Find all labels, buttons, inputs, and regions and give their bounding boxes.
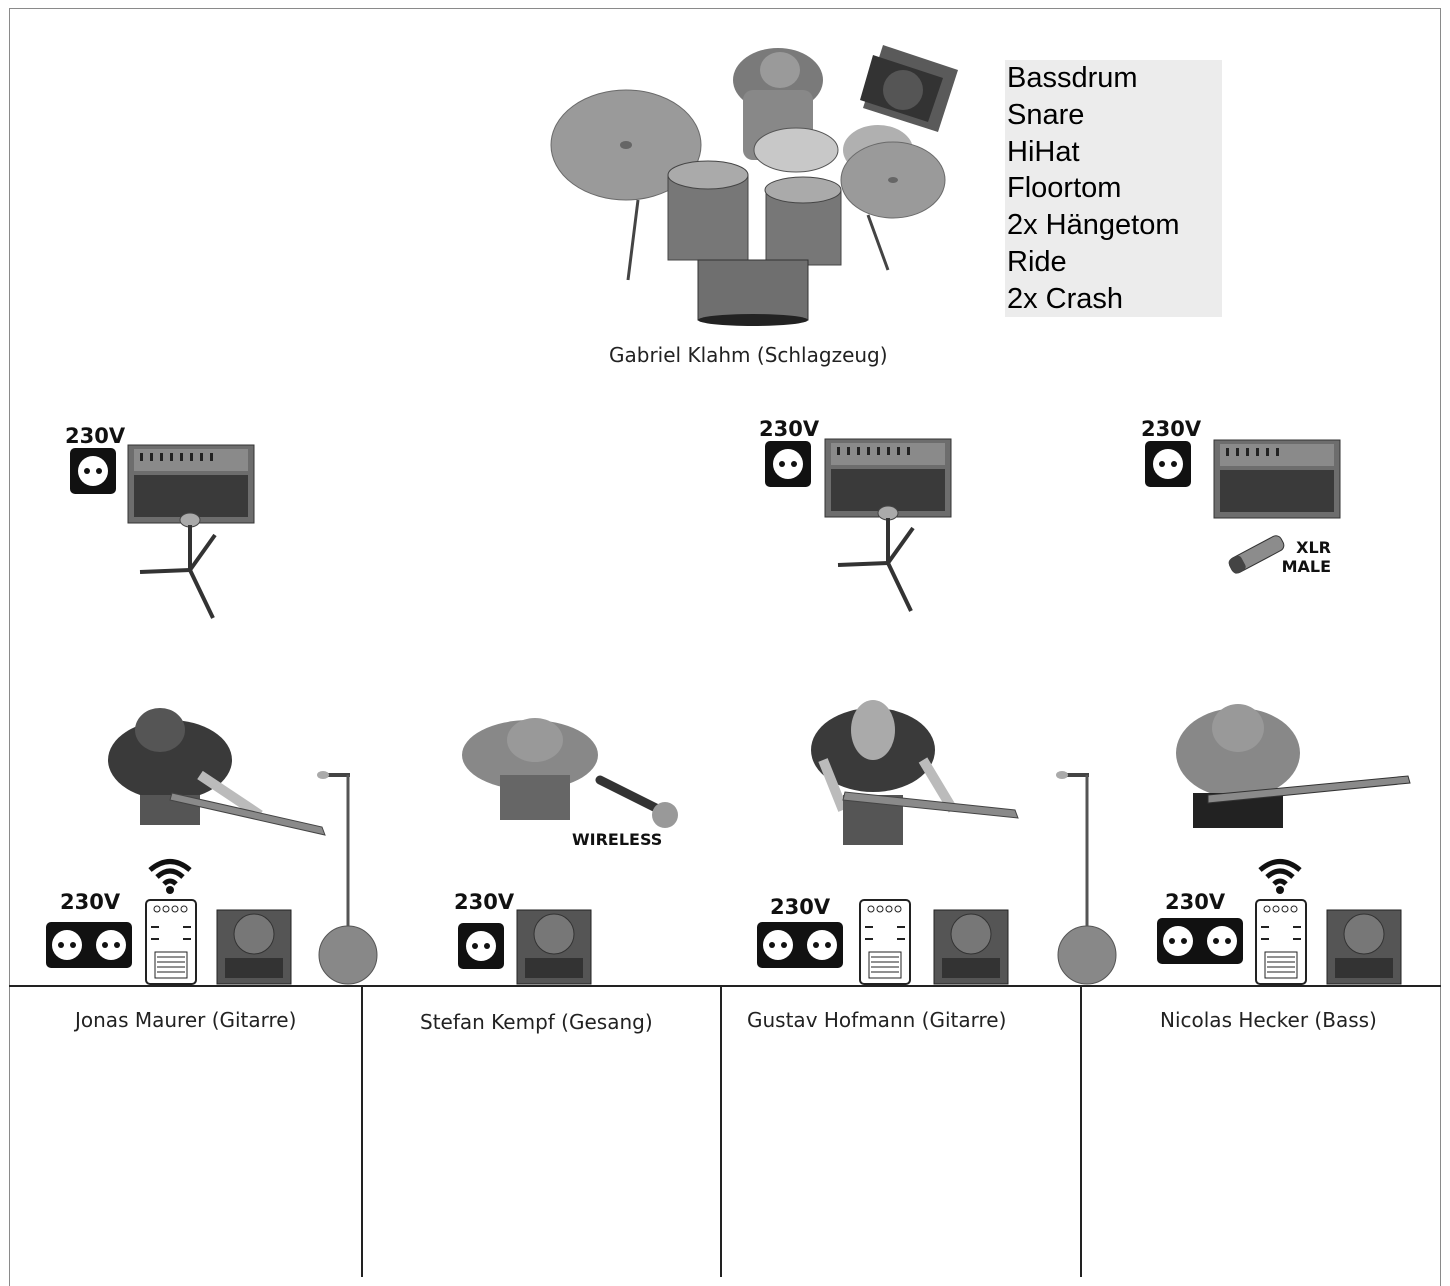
power-label: 230V xyxy=(770,895,830,919)
singer-figure-icon xyxy=(460,715,680,835)
power-label: 230V xyxy=(454,890,514,914)
drum-list-item: 2x Crash xyxy=(1007,281,1222,318)
drum-list-item: HiHat xyxy=(1007,134,1222,171)
drum-list-item: Ride xyxy=(1007,244,1222,281)
xlr-label-line: MALE xyxy=(1271,557,1331,576)
musician-caption: Stefan Kempf (Gesang) xyxy=(420,1010,653,1034)
wifi-icon xyxy=(145,855,195,895)
power-label: 230V xyxy=(759,417,819,441)
musician-caption: Jonas Maurer (Gitarre) xyxy=(75,1008,296,1032)
drum-monitor-icon xyxy=(860,45,958,132)
drum-list: Bassdrum Snare HiHat Floortom 2x Hängeto… xyxy=(1005,60,1222,317)
column-divider xyxy=(1080,985,1082,1277)
effects-pedal-icon xyxy=(1253,897,1309,987)
drum-list-item: Bassdrum xyxy=(1007,60,1222,97)
power-socket-icon xyxy=(765,441,811,487)
effects-pedal-icon xyxy=(143,897,199,987)
vocal-mic-stand-icon xyxy=(318,765,382,985)
power-socket-icon xyxy=(1145,441,1191,487)
wifi-icon xyxy=(1255,855,1305,895)
wireless-label: WIRELESS xyxy=(572,830,662,849)
power-label: 230V xyxy=(1141,417,1201,441)
power-socket-icon xyxy=(458,923,504,969)
xlr-label: XLR MALE xyxy=(1271,538,1331,576)
floor-monitor-icon xyxy=(515,908,593,986)
floor-monitor-icon xyxy=(215,908,293,986)
wireless-mic-icon xyxy=(600,780,678,828)
drum-list-item: 2x Hängetom xyxy=(1007,207,1222,244)
vocal-mic-stand-icon xyxy=(1057,765,1121,985)
xlr-label-line: XLR xyxy=(1271,538,1331,557)
bassist-figure-icon xyxy=(1168,698,1413,843)
bass-amplifier-icon xyxy=(1212,438,1342,520)
column-divider xyxy=(361,985,363,1277)
column-divider xyxy=(720,985,722,1277)
floor-monitor-icon xyxy=(932,908,1010,986)
drummer-caption: Gabriel Klahm (Schlagzeug) xyxy=(609,343,888,367)
musician-caption: Nicolas Hecker (Bass) xyxy=(1160,1008,1377,1032)
double-power-socket-icon xyxy=(757,922,843,968)
power-label: 230V xyxy=(1165,890,1225,914)
double-power-socket-icon xyxy=(46,922,132,968)
musician-caption: Gustav Hofmann (Gitarre) xyxy=(747,1008,1006,1032)
double-power-socket-icon xyxy=(1157,918,1243,964)
power-label: 230V xyxy=(60,890,120,914)
power-label: 230V xyxy=(65,424,125,448)
drum-list-item: Floortom xyxy=(1007,170,1222,207)
guitarist-figure-icon xyxy=(803,700,1023,855)
mic-stand-icon xyxy=(833,503,933,613)
power-socket-icon xyxy=(70,448,116,494)
drum-kit-icon xyxy=(548,40,968,340)
guitarist-figure-icon xyxy=(100,705,330,840)
mic-stand-icon xyxy=(135,510,235,620)
floor-monitor-icon xyxy=(1325,908,1403,986)
stage-front-line xyxy=(9,985,1441,987)
effects-pedal-icon xyxy=(857,897,913,987)
drum-list-item: Snare xyxy=(1007,97,1222,134)
